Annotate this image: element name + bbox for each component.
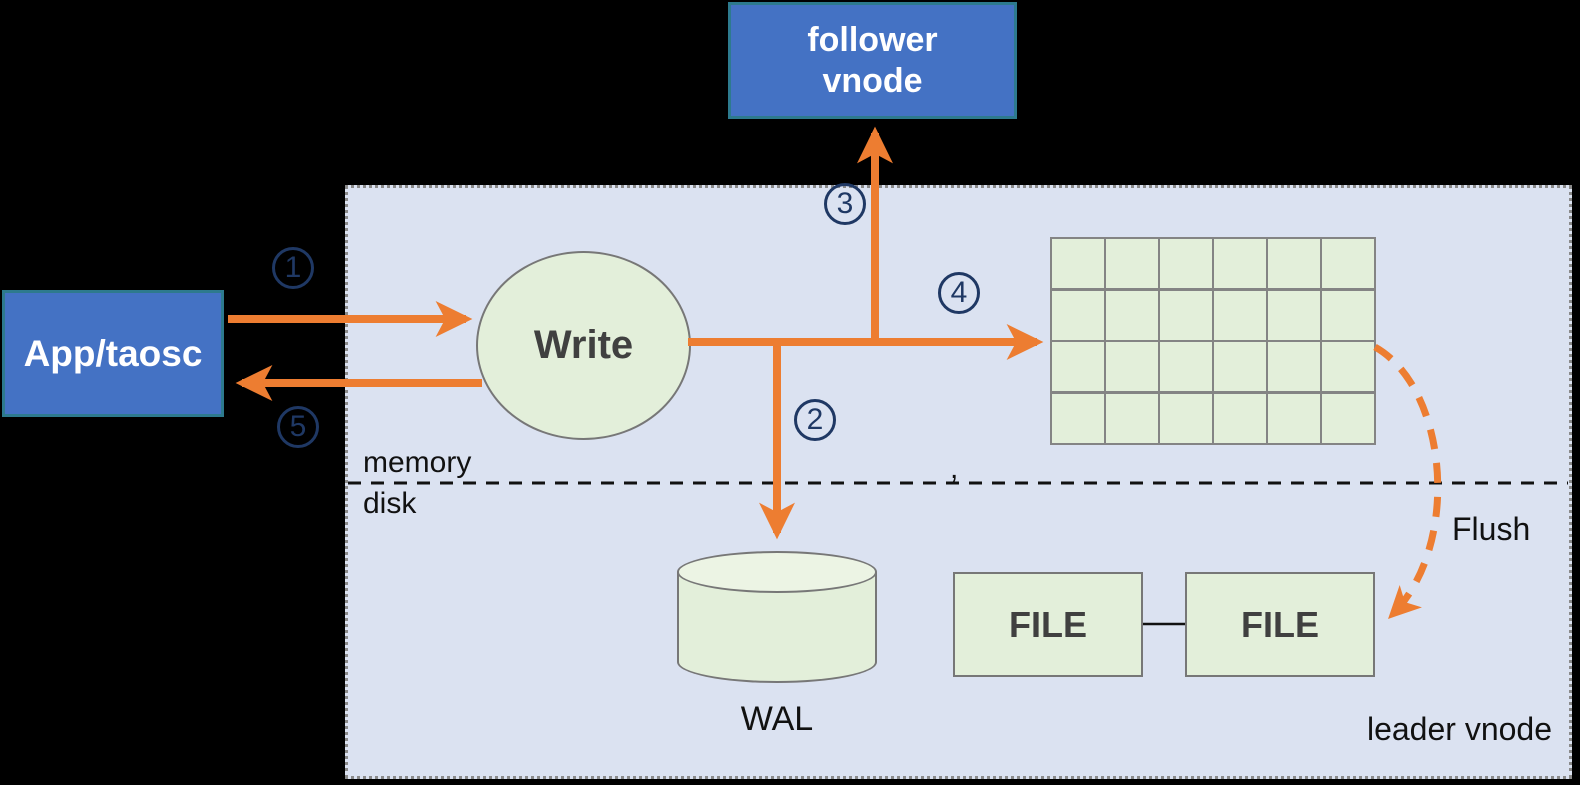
mem-table-cell	[1160, 239, 1212, 289]
flush-label: Flush	[1452, 511, 1531, 547]
mem-table-cell	[1214, 290, 1266, 340]
step-2-badge: 2	[794, 399, 836, 441]
mem-table-cell	[1052, 239, 1104, 289]
follower-vnode-label-line2: vnode	[822, 61, 923, 100]
step-1-badge: 1	[272, 247, 314, 289]
mem-table-cell	[1052, 290, 1104, 340]
mem-table-cell	[1322, 342, 1374, 392]
file-node-right: FILE	[1185, 572, 1375, 677]
memory-label: memory	[363, 446, 472, 479]
file-right-label: FILE	[1241, 603, 1319, 645]
wal-cylinder-top	[677, 551, 877, 593]
step-4-badge: 4	[938, 272, 980, 314]
file-node-left: FILE	[953, 572, 1143, 677]
step-5-badge: 5	[277, 406, 319, 448]
mem-table-cell	[1160, 393, 1212, 443]
mem-table-cell	[1268, 393, 1320, 443]
mem-table-cell	[1214, 393, 1266, 443]
follower-vnode-label-line1: follower	[807, 20, 938, 59]
mem-table-cell	[1052, 342, 1104, 392]
mem-table-cell	[1268, 342, 1320, 392]
mem-table-cell	[1322, 290, 1374, 340]
mem-table-cell	[1214, 239, 1266, 289]
mem-table-cell	[1106, 239, 1158, 289]
leader-vnode-label: leader vnode	[1366, 711, 1552, 747]
file-left-label: FILE	[1009, 603, 1087, 645]
mem-table-cell	[1268, 239, 1320, 289]
write-process-node: Write	[476, 251, 691, 440]
mem-table-cell	[1106, 393, 1158, 443]
step-3-badge: 3	[824, 183, 866, 225]
mem-table	[1050, 237, 1376, 445]
app-taosc-node: App/taosc	[2, 290, 224, 417]
mem-table-cell	[1214, 342, 1266, 392]
divider-mark: ,	[950, 452, 959, 485]
mem-table-cell	[1052, 393, 1104, 443]
mem-table-cell	[1106, 342, 1158, 392]
mem-table-cell	[1160, 342, 1212, 392]
mem-table-cell	[1160, 290, 1212, 340]
wal-label: WAL	[740, 700, 814, 738]
mem-table-cell	[1268, 290, 1320, 340]
disk-label: disk	[363, 487, 417, 520]
app-taosc-label: App/taosc	[23, 332, 203, 374]
follower-vnode-node: follower vnode	[728, 2, 1017, 119]
mem-table-cell	[1322, 239, 1374, 289]
mem-table-cell	[1322, 393, 1374, 443]
mem-table-cell	[1106, 290, 1158, 340]
write-label: Write	[533, 323, 634, 367]
